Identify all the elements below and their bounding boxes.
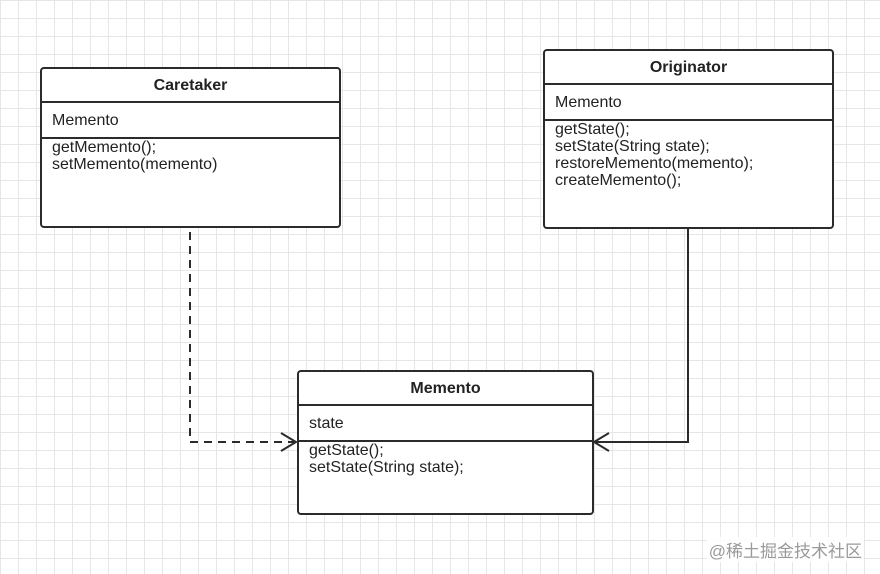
caretaker-method: getMemento(); — [52, 139, 157, 156]
caretaker-to-memento-dependency[interactable] — [189, 232, 294, 443]
memento-method: getState(); — [309, 442, 384, 459]
originator-class-name: Originator — [545, 51, 832, 85]
memento-methods: getState(); setState(String state); — [299, 442, 592, 476]
memento-attributes: state — [299, 406, 592, 442]
originator-attributes: Memento — [545, 85, 832, 121]
originator-method: setState(String state); — [555, 138, 710, 155]
caretaker-methods: getMemento(); setMemento(memento) — [42, 139, 339, 173]
caretaker-class[interactable]: Caretaker Memento getMemento(); setMemen… — [40, 67, 341, 228]
caretaker-to-memento-arrowhead — [280, 432, 298, 452]
memento-method: setState(String state); — [309, 459, 464, 476]
originator-class[interactable]: Originator Memento getState(); setState(… — [543, 49, 834, 229]
memento-class-name: Memento — [299, 372, 592, 406]
originator-method: restoreMemento(memento); — [555, 155, 754, 172]
originator-method: createMemento(); — [555, 172, 682, 189]
caretaker-class-name: Caretaker — [42, 69, 339, 103]
originator-to-memento-association[interactable] — [596, 229, 689, 443]
originator-to-memento-arrowhead — [592, 432, 610, 452]
watermark: @稀土掘金技术社区 — [706, 537, 864, 562]
memento-class[interactable]: Memento state getState(); setState(Strin… — [297, 370, 594, 515]
originator-method: getState(); — [555, 121, 630, 138]
caretaker-method: setMemento(memento) — [52, 156, 218, 173]
originator-methods: getState(); setState(String state); rest… — [545, 121, 832, 189]
caretaker-attributes: Memento — [42, 103, 339, 139]
